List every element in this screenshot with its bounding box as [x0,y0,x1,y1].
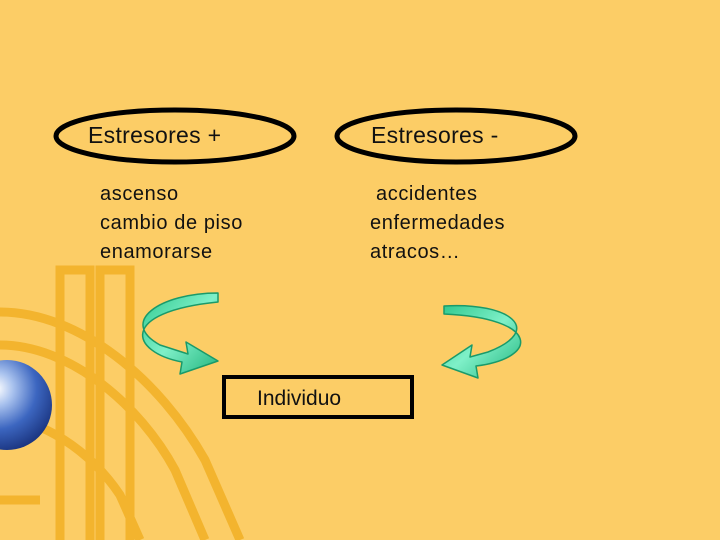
negative-stressors-list: accidentes enfermedades atracos… [370,180,505,267]
list-item: enfermedades [370,209,505,238]
negative-stressors-heading: Estresores - [371,122,499,149]
list-item: ascenso [100,180,243,209]
list-item: cambio de piso [100,209,243,238]
individual-label: Individuo [257,387,341,411]
list-item: accidentes [370,180,505,209]
list-item: enamorarse [100,238,243,267]
list-item: atracos… [370,238,505,267]
positive-stressors-heading: Estresores + [88,122,221,149]
positive-stressors-list: ascenso cambio de piso enamorarse [100,180,243,267]
individual-box: Individuo [222,375,414,419]
